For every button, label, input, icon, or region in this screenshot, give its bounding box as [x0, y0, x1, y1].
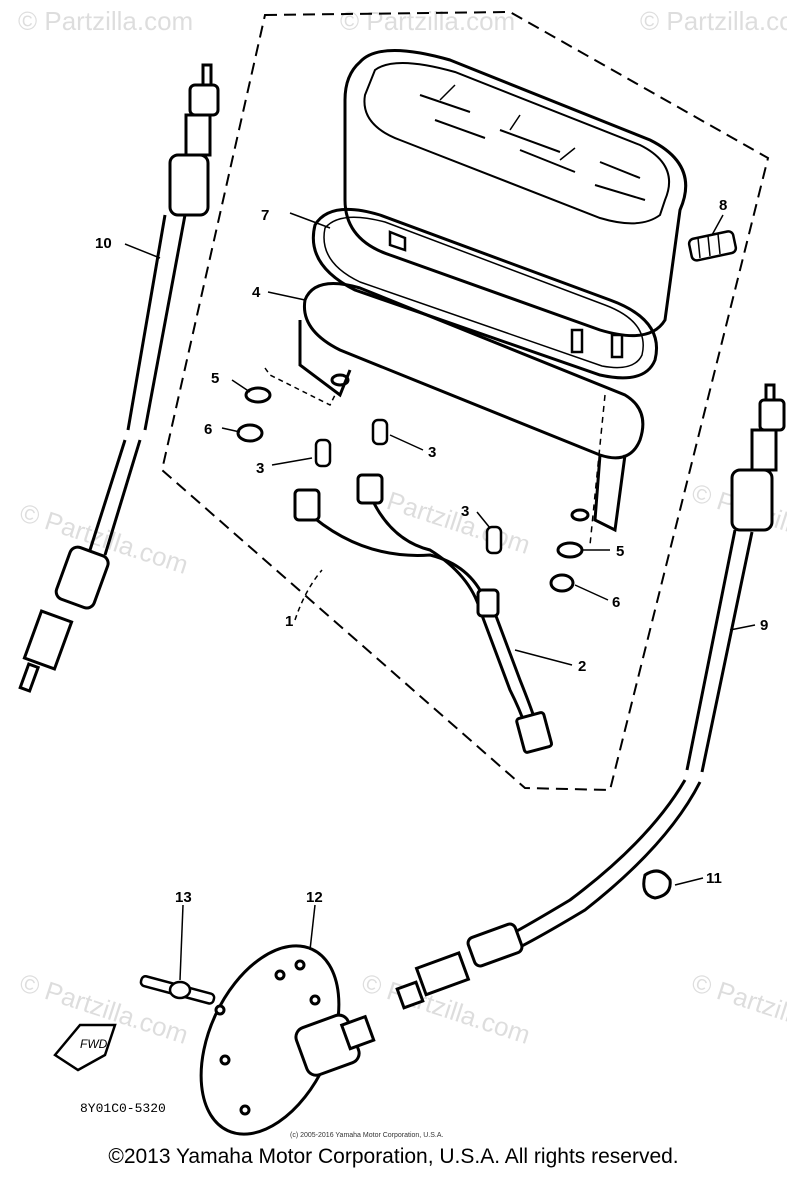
tachometer-cable	[18, 63, 220, 693]
watermark: © Partzilla.com	[640, 6, 787, 36]
callout-7: 7	[261, 207, 269, 224]
callout-5: 5	[616, 543, 624, 560]
trip-reset-knob	[687, 230, 738, 262]
callout-8: 8	[719, 197, 727, 214]
indicator-bulbs	[314, 418, 503, 555]
callout-12: 12	[306, 889, 323, 906]
diagram-code: 8Y01C0-5320	[80, 1101, 166, 1116]
gasket	[311, 207, 658, 380]
watermark: © Partzilla.com	[688, 967, 787, 1050]
stud-dashed-line	[589, 394, 606, 546]
meter-bracket	[298, 282, 645, 533]
callout-6: 6	[204, 421, 212, 438]
meter-drive-gear	[199, 944, 376, 1136]
watermark: © Partzilla.com	[340, 6, 515, 36]
callout-10: 10	[95, 235, 112, 252]
cable-clamp	[642, 869, 672, 900]
washers-and-nuts	[236, 386, 584, 593]
callout-11: 11	[706, 870, 722, 887]
inner-copyright: (c) 2005-2016 Yamaha Motor Corporation, …	[290, 1132, 443, 1139]
fwd-arrow: FWD	[53, 1023, 117, 1072]
callout-1: 1	[285, 613, 293, 630]
footer-copyright: ©2013 Yamaha Motor Corporation, U.S.A. A…	[108, 1145, 679, 1168]
callout-2: 2	[578, 658, 586, 675]
fwd-label: FWD	[80, 1037, 108, 1051]
wire-harness	[293, 473, 554, 754]
bracket-dashed-leader	[264, 367, 336, 407]
speedometer-cable	[395, 383, 786, 1010]
callout-3: 3	[428, 444, 436, 461]
watermark: © Partzilla.com	[18, 6, 193, 36]
callout-6: 6	[612, 594, 620, 611]
mounting-studs	[388, 230, 624, 359]
callout-labels: 7 4 8 5 6 3 3 3 5 6 2 1 9 10 11 12 13	[95, 197, 768, 906]
meter-housing	[343, 49, 688, 338]
callout-3: 3	[256, 460, 264, 477]
drive-pin	[139, 974, 216, 1005]
leader-lines	[124, 212, 756, 981]
gasket-inner	[323, 216, 644, 369]
callout-9: 9	[760, 617, 768, 634]
callout-3: 3	[461, 503, 469, 520]
callout-13: 13	[175, 889, 192, 906]
callout-5: 5	[211, 370, 219, 387]
callout-4: 4	[252, 284, 261, 301]
